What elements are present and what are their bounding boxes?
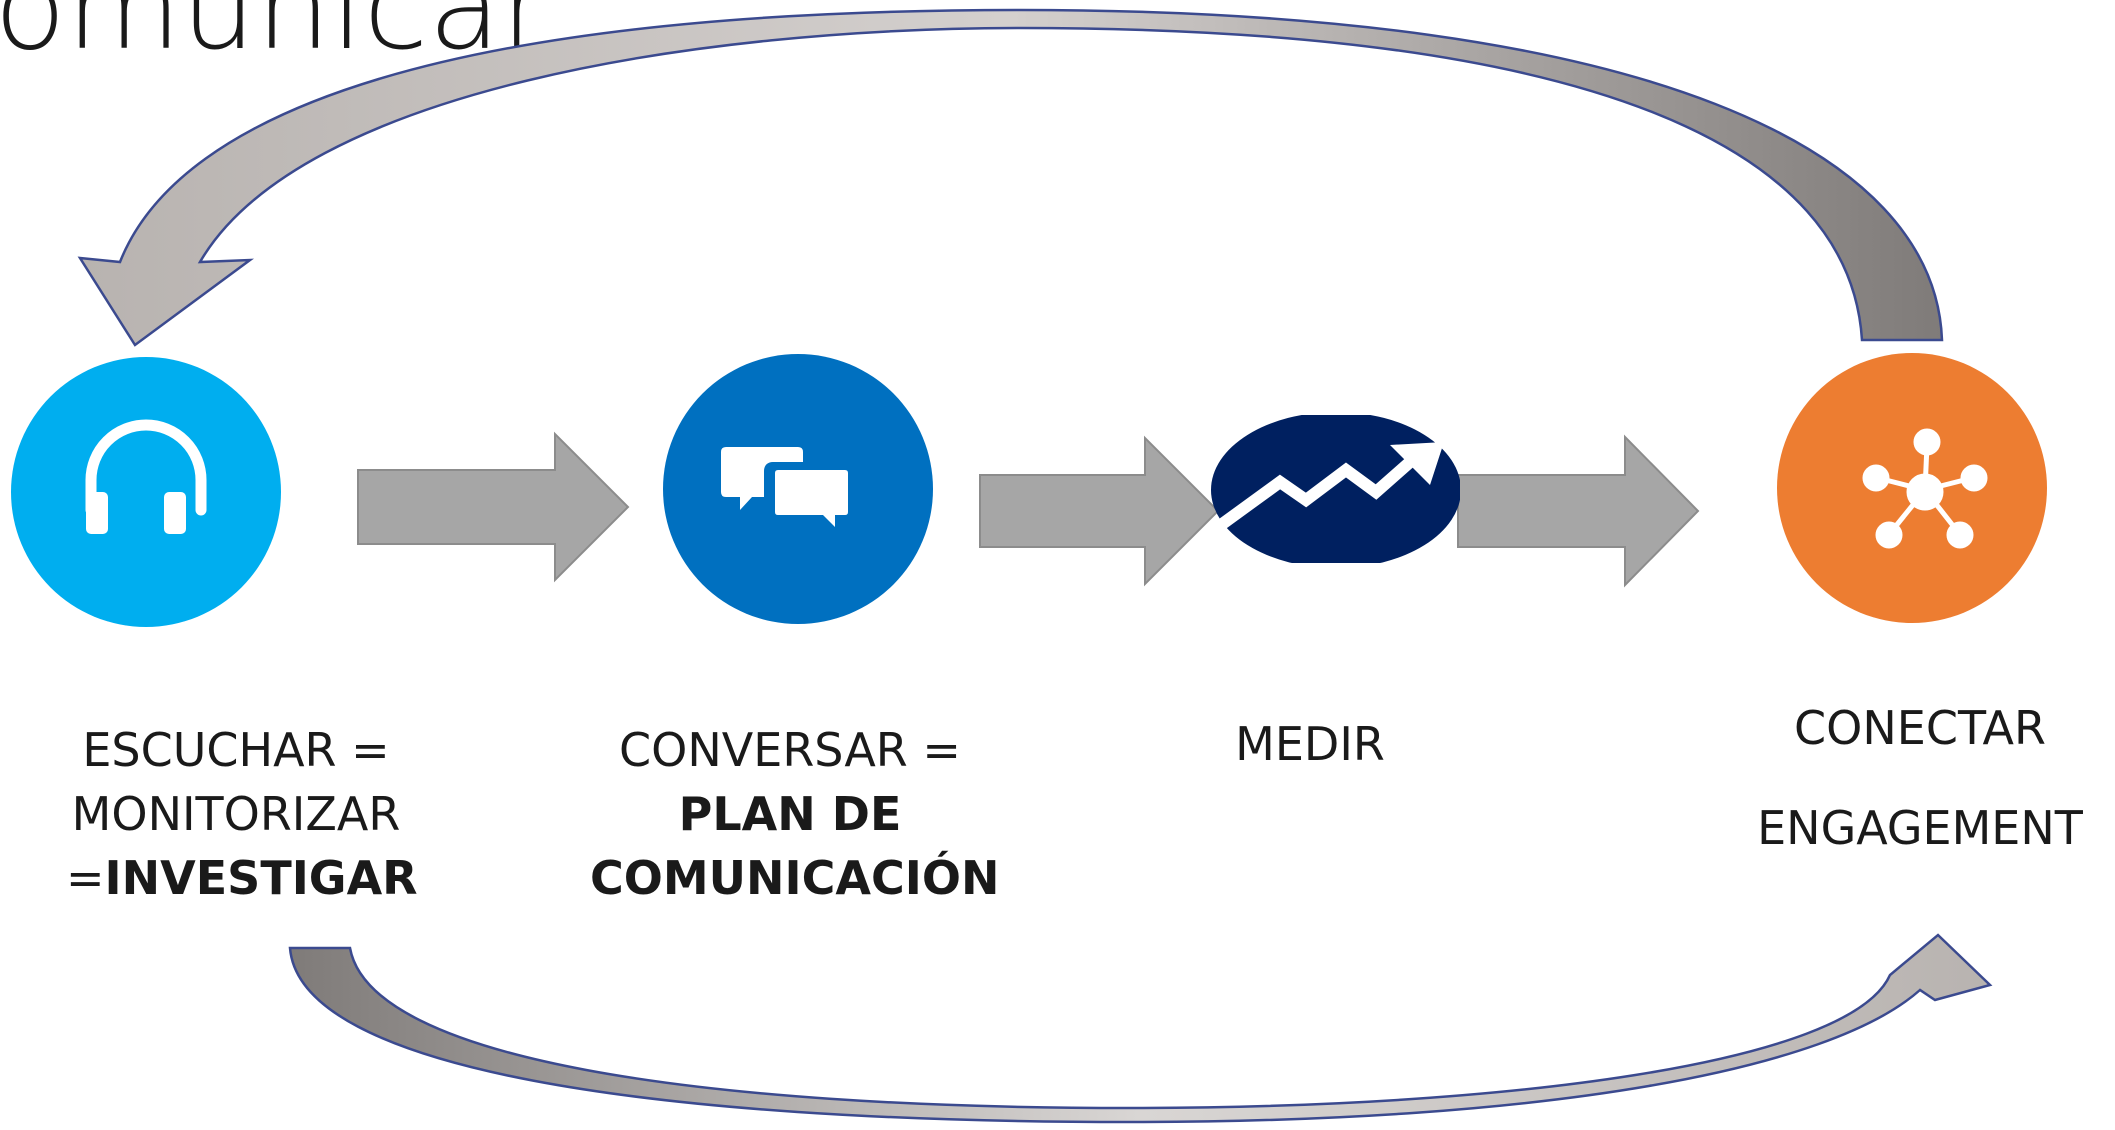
label-line: MONITORIZAR — [71, 787, 401, 841]
label-conversar: CONVERSAR = PLAN DE COMUNICACIÓN — [590, 718, 1000, 910]
arrow-conversar-to-medir — [979, 435, 1220, 587]
arrow-escuchar-to-conversar — [357, 431, 630, 583]
escuchar-circle — [11, 357, 281, 627]
label-line: PLAN DE — [678, 787, 902, 841]
arrow-medir-to-conectar — [1457, 434, 1700, 588]
label-line: MEDIR — [1235, 717, 1385, 771]
top-return-arrow — [77, 8, 1944, 347]
trend-chart-icon — [1210, 442, 1444, 535]
label-medir: MEDIR — [1200, 712, 1420, 776]
label-line: COMUNICACIÓN — [590, 851, 1000, 905]
label-line: ESCUCHAR = — [82, 723, 390, 777]
label-escuchar: ESCUCHAR = MONITORIZAR =INVESTIGAR — [66, 718, 418, 910]
label-line: =INVESTIGAR — [66, 846, 418, 910]
label-line: CONVERSAR = — [619, 723, 961, 777]
label-conectar: CONECTAR ENGAGEMENT — [1730, 678, 2110, 878]
headphones-icon — [85, 419, 207, 534]
label-bold: INVESTIGAR — [104, 851, 418, 905]
label-line: ENGAGEMENT — [1757, 801, 2083, 855]
network-people-icon — [1862, 428, 1988, 549]
bottom-forward-arrow — [288, 933, 1993, 1124]
medir-shape — [1210, 415, 1460, 563]
label-line: CONECTAR — [1794, 701, 2046, 755]
label-prefix: = — [66, 851, 105, 905]
chat-bubbles-icon — [721, 447, 854, 542]
